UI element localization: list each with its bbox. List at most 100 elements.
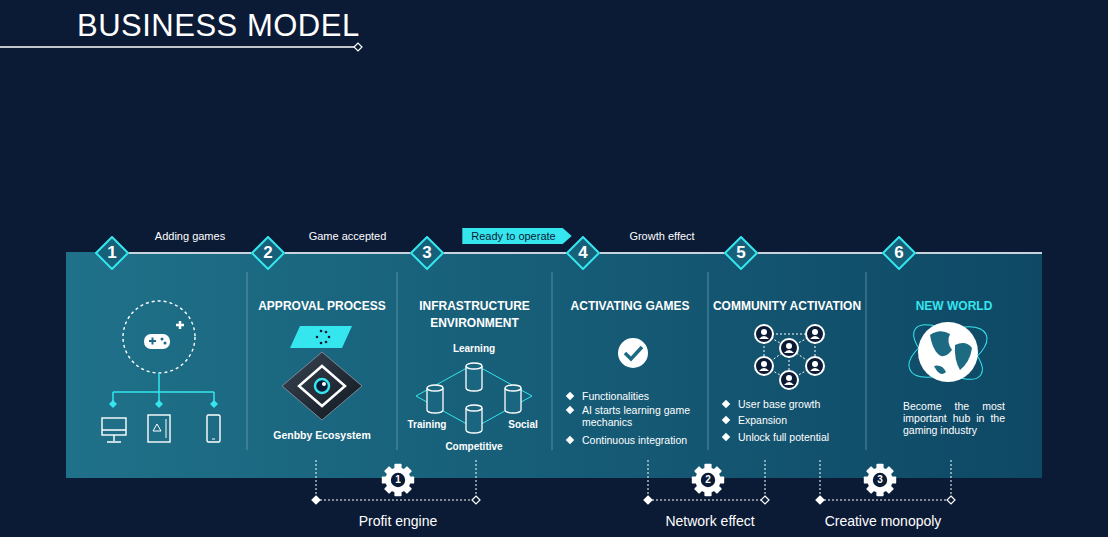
art-shape [322, 382, 326, 386]
step-diamond: 5 [724, 236, 758, 270]
art-shape [144, 334, 170, 349]
step-connector [758, 252, 882, 254]
column-heading: INFRASTRUCTURE ENVIRONMENT [407, 298, 542, 332]
summary-label: Profit engine [359, 513, 438, 529]
step-number: 4 [566, 236, 600, 270]
bullet-diamond [722, 400, 730, 408]
art-shape [102, 418, 126, 435]
art-shape [780, 371, 798, 389]
art-shape [152, 338, 154, 345]
step-number: 5 [724, 236, 758, 270]
art-shape [466, 363, 482, 391]
art-shape [864, 464, 896, 496]
gear-number: 2 [705, 474, 711, 485]
art-shape [316, 460, 476, 500]
art-shape [755, 325, 773, 343]
bullet-diamond [722, 416, 730, 424]
art-shape [328, 336, 331, 339]
bullet-diamond [566, 392, 574, 400]
art-shape [109, 400, 117, 408]
summary-label: Network effect [665, 513, 754, 529]
art-shape [0, 46, 354, 48]
art-shape [806, 357, 824, 375]
diamond-shape [96, 237, 128, 269]
art-shape [316, 330, 331, 345]
step-connector [600, 252, 724, 254]
art-shape [290, 326, 352, 348]
art-shape [780, 339, 798, 357]
art-shape [325, 331, 328, 334]
cylinder-label: Social [508, 419, 537, 430]
art-shape [113, 373, 214, 402]
step-connector [444, 252, 566, 254]
art-shape [210, 400, 218, 408]
column-text: Functionalities [582, 390, 702, 402]
column-text: Continuous integration [582, 434, 706, 446]
stage-column: APPROVAL PROCESSGenbby Ecosystem [247, 290, 397, 452]
art-shape [427, 385, 443, 413]
column-text: Unlock full potential [738, 431, 862, 443]
art-shape [102, 430, 126, 442]
art-shape [282, 352, 362, 420]
art-shape [320, 342, 323, 345]
art-shape [472, 496, 480, 504]
art-shape [325, 341, 328, 344]
status-tag: Ready to operate [462, 228, 571, 244]
art-shape [315, 379, 329, 393]
art-shape [692, 464, 724, 496]
step-diamond: 4 [566, 236, 600, 270]
diamond-shape [883, 237, 915, 269]
step-connector [285, 252, 410, 254]
art-shape [820, 460, 951, 500]
art-shape [316, 336, 319, 339]
art-shape [212, 439, 215, 440]
gear-icons [382, 464, 896, 496]
top-rule [916, 252, 1042, 254]
art-shape [708, 272, 709, 450]
stage-column: ACTIVATING GAMESFunctionalitiesAI starts… [552, 290, 708, 452]
art-shape [164, 342, 167, 345]
step-diamond: 1 [95, 236, 129, 270]
diagram-title: BUSINESS MODEL [77, 8, 360, 44]
step-number: 1 [95, 236, 129, 270]
art-shape [466, 405, 482, 433]
title-rule [0, 43, 362, 51]
column-text: Become the most important hub in the gam… [903, 400, 1005, 436]
step-number: 6 [882, 236, 916, 270]
gear-number: 3 [877, 474, 883, 485]
cylinder-label: Learning [453, 343, 495, 354]
art-shape [918, 322, 978, 382]
cylinder-label: Training [408, 419, 447, 430]
art-shape [552, 272, 553, 450]
summary-label: Creative monopoly [825, 513, 942, 529]
games-icon [102, 301, 220, 442]
diamond-shape [567, 237, 599, 269]
column-heading: APPROVAL PROCESS [252, 298, 392, 315]
art-shape [505, 385, 521, 413]
art-shape [320, 330, 323, 333]
art-shape [905, 314, 991, 389]
art-shape [153, 424, 161, 431]
art-shape [625, 347, 642, 359]
art-shape [947, 496, 955, 504]
globe-icon [901, 314, 994, 389]
stage-column: COMMUNITY ACTIVATIONUser base growthExpa… [708, 290, 866, 452]
art-shape [382, 464, 414, 496]
art-shape [247, 272, 248, 450]
cylinder-label: Competitive [445, 441, 502, 452]
art-shape [618, 338, 648, 368]
step-diamond: 2 [251, 236, 285, 270]
art-shape [934, 366, 946, 374]
bracket-lines [316, 460, 951, 500]
art-shape [176, 321, 184, 329]
bullet-diamond [722, 433, 730, 441]
art-shape [644, 496, 652, 504]
art-shape [148, 415, 170, 442]
stage-column: NEW WORLDBecome the most important hub i… [866, 290, 1042, 452]
band [66, 252, 1042, 478]
art-shape [901, 316, 994, 388]
community-icon [755, 325, 824, 389]
art-shape [755, 357, 773, 375]
